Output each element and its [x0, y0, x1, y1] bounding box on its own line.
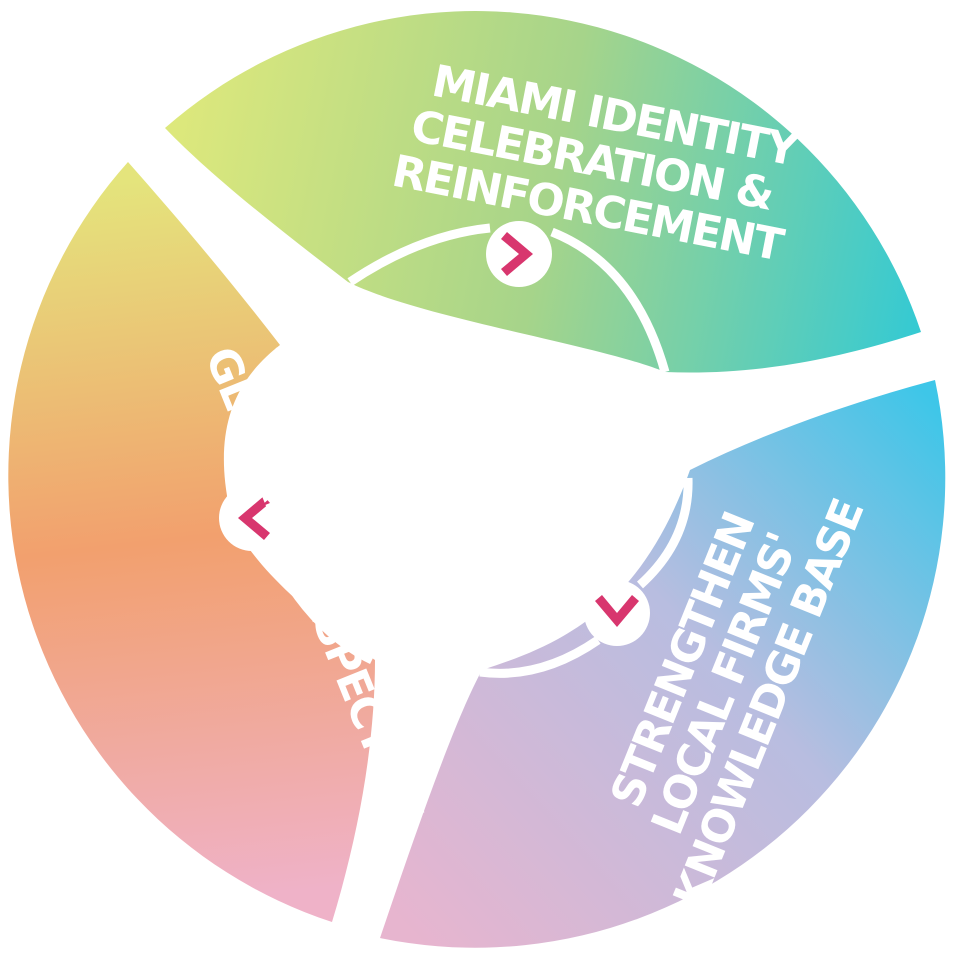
segment-right-shape [380, 380, 946, 948]
chevron-right-icon [501, 232, 533, 276]
arrow-top [486, 221, 552, 287]
arrow-left [219, 485, 285, 551]
segment-left [8, 162, 376, 922]
chevron-left-icon [238, 496, 270, 540]
segment-right-inner-arc [479, 477, 693, 678]
segment-top [165, 11, 921, 374]
label-top: MIAMI IDENTITY CELEBRATION & REINFORCEME… [388, 56, 804, 272]
chevron-down-icon [595, 595, 639, 627]
segment-left-shape [8, 162, 376, 922]
arrow-right [584, 580, 650, 646]
segment-right [380, 380, 946, 948]
segment-top-inner-arc [347, 223, 670, 374]
segment-left-inner-arc [240, 347, 374, 665]
